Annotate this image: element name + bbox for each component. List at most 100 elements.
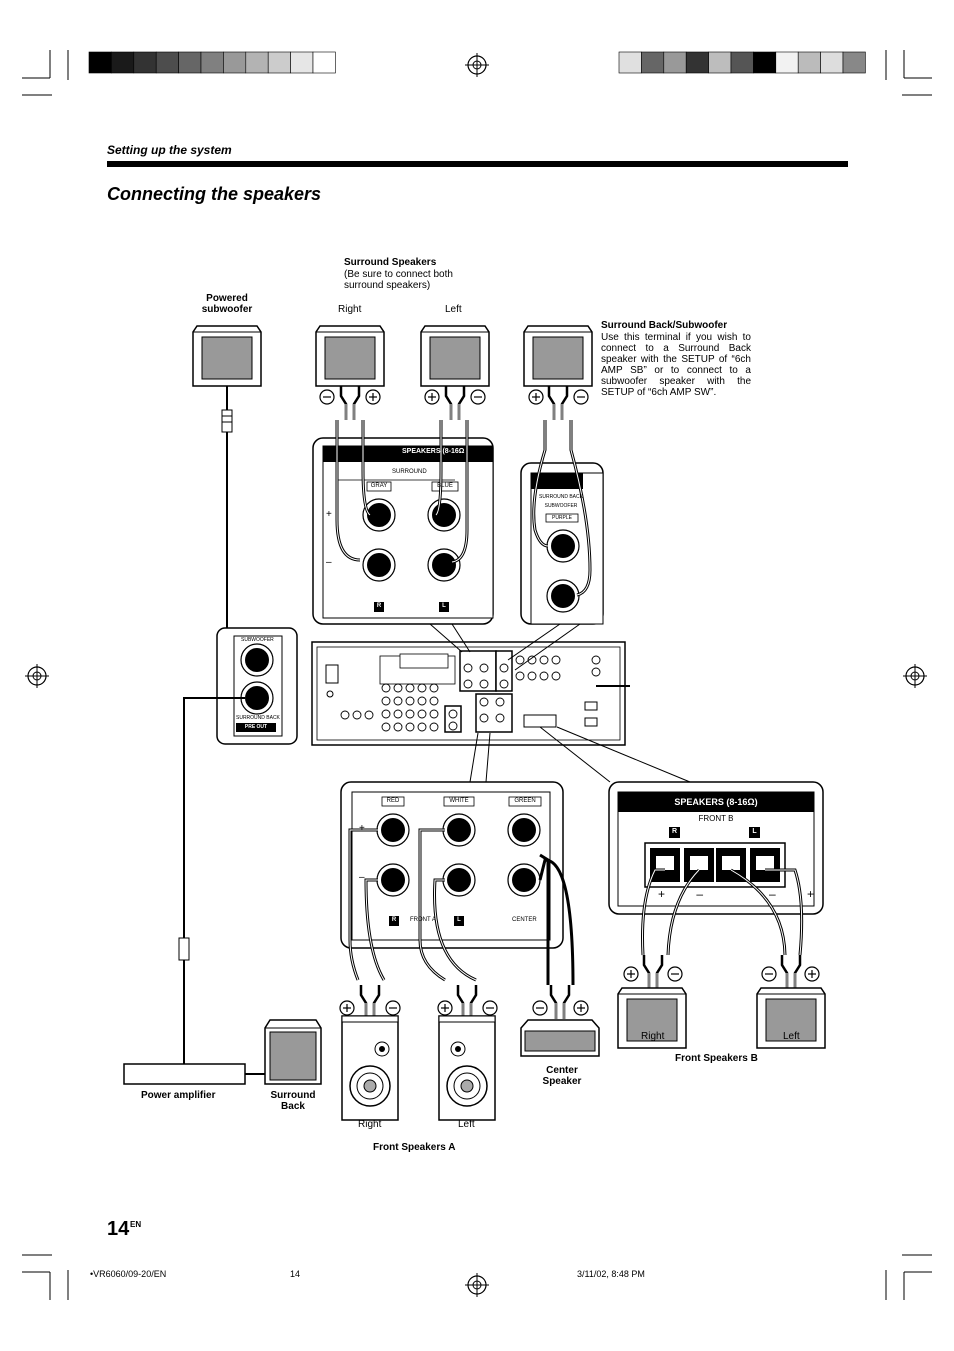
rca-jack-icon xyxy=(393,709,403,719)
rca-jack-icon xyxy=(417,709,427,719)
surround-back-description: Use this terminal if you wish to connect… xyxy=(601,332,751,398)
surround-left-minus-terminal[interactable] xyxy=(427,548,461,582)
color-swatch xyxy=(178,51,202,74)
color-swatch xyxy=(663,51,687,74)
front-a-tag: FRONT A xyxy=(410,917,436,923)
front-speakers-b-label: Front Speakers B xyxy=(675,1053,758,1064)
registration-mark-icon xyxy=(24,663,50,689)
rca-jack-icon xyxy=(417,683,427,693)
rca-jack-icon xyxy=(429,709,439,719)
rca-jack-icon xyxy=(381,696,391,706)
powered-subwoofer-label: Powered subwoofer xyxy=(201,293,253,315)
rca-jack-icon xyxy=(479,697,489,707)
rca-jack-icon xyxy=(405,683,415,693)
pre-out-subwoofer-label: SUBWOOFER xyxy=(241,637,274,643)
rca-jack-icon xyxy=(405,722,415,732)
rca-jack-icon xyxy=(381,683,391,693)
r-tag: R xyxy=(376,603,382,609)
color-swatch xyxy=(641,51,665,74)
rca-jack-icon xyxy=(479,663,489,673)
front-b-terminal-block[interactable] xyxy=(644,842,786,888)
center-speaker-label: Center Speaker xyxy=(542,1065,582,1087)
gray-tag: GRAY xyxy=(370,483,388,489)
rca-jack-icon xyxy=(539,671,549,681)
rca-jack-icon xyxy=(499,679,509,689)
color-swatch xyxy=(730,51,754,74)
color-swatch xyxy=(223,51,247,74)
rca-jack-icon xyxy=(591,655,601,665)
front-a-right-minus-terminal[interactable] xyxy=(376,863,410,897)
footer-date: 3/11/02, 8:48 PM xyxy=(577,1269,645,1279)
color-swatch xyxy=(618,51,642,74)
center-minus-terminal[interactable] xyxy=(507,863,541,897)
color-bar-left xyxy=(88,51,336,74)
color-swatch xyxy=(88,51,112,74)
surround-back-speaker-bottom-icon xyxy=(264,1019,322,1085)
surround-right-plus-terminal[interactable] xyxy=(362,498,396,532)
front-a-left-plus-terminal[interactable] xyxy=(442,813,476,847)
power-amplifier-label: Power amplifier xyxy=(141,1090,216,1101)
surround-left-speaker-icon xyxy=(420,325,490,387)
surround-left-label: Left xyxy=(445,304,462,315)
rca-jack-icon xyxy=(393,683,403,693)
rca-jack-icon xyxy=(429,696,439,706)
rca-jack-icon xyxy=(381,709,391,719)
surround-panel-label: SURROUND xyxy=(392,469,427,475)
rca-jack-icon xyxy=(499,663,509,673)
front-a-left-speaker-icon xyxy=(438,1015,496,1121)
center-plus-terminal[interactable] xyxy=(507,813,541,847)
sb-panel-label-2: SUBWOOFER xyxy=(544,503,578,509)
speakers-panel-header: SPEAKERS (8-16Ω xyxy=(402,448,465,455)
surround-right-minus-terminal[interactable] xyxy=(362,548,396,582)
surround-back-minus-terminal[interactable] xyxy=(546,579,580,613)
rca-jack-icon xyxy=(448,721,458,731)
color-swatch xyxy=(200,51,224,74)
power-amplifier-icon xyxy=(123,1063,246,1085)
center-speaker-icon xyxy=(520,1019,600,1057)
surround-speakers-note: (Be sure to connect both surround speake… xyxy=(344,269,453,291)
receiver-rear-panel xyxy=(311,641,630,746)
crop-marks xyxy=(22,50,932,1300)
purple-tag: PURPLE xyxy=(551,515,572,521)
rca-jack-icon xyxy=(551,671,561,681)
color-swatch xyxy=(820,51,844,74)
registration-mark-icon xyxy=(464,1272,490,1298)
rca-jack-icon xyxy=(495,697,505,707)
l-tag: L xyxy=(457,917,461,923)
surround-back-speaker-icon xyxy=(523,325,593,387)
subwoofer-cable xyxy=(221,386,247,660)
rca-jack-icon xyxy=(539,655,549,665)
rca-jack-icon xyxy=(429,722,439,732)
pre-out-surround-back-jack[interactable] xyxy=(240,681,274,715)
rca-jack-icon xyxy=(463,663,473,673)
rca-jack-icon xyxy=(527,655,537,665)
front-a-right-plus-terminal[interactable] xyxy=(376,813,410,847)
surround-back-label: Surround Back xyxy=(270,1090,316,1112)
rca-jack-icon xyxy=(495,713,505,723)
surround-left-plus-terminal[interactable] xyxy=(427,498,461,532)
front-b-tag: FRONT B xyxy=(698,814,734,823)
center-tag: CENTER xyxy=(512,917,537,923)
rca-jack-icon xyxy=(551,655,561,665)
color-bar-right xyxy=(618,51,866,74)
rca-jack-icon xyxy=(527,671,537,681)
pre-out-subwoofer-jack[interactable] xyxy=(240,643,274,677)
rca-jack-icon xyxy=(591,667,601,677)
color-swatch xyxy=(685,51,709,74)
r-tag: R xyxy=(391,917,397,923)
registration-mark-icon xyxy=(464,52,490,78)
white-tag: WHITE xyxy=(449,798,469,804)
rca-jack-icon xyxy=(405,696,415,706)
front-b-polarity: + – – + xyxy=(658,887,829,901)
front-a-left-label: Left xyxy=(458,1119,475,1130)
r-tag: R xyxy=(671,828,678,835)
front-a-left-minus-terminal[interactable] xyxy=(442,863,476,897)
surround-back-plus-terminal[interactable] xyxy=(546,529,580,563)
plus-sign: + xyxy=(326,509,332,520)
color-swatch xyxy=(290,51,314,74)
color-swatch xyxy=(753,51,777,74)
rca-jack-icon xyxy=(515,655,525,665)
rca-jack-icon xyxy=(429,683,439,693)
header-rule xyxy=(107,161,848,167)
